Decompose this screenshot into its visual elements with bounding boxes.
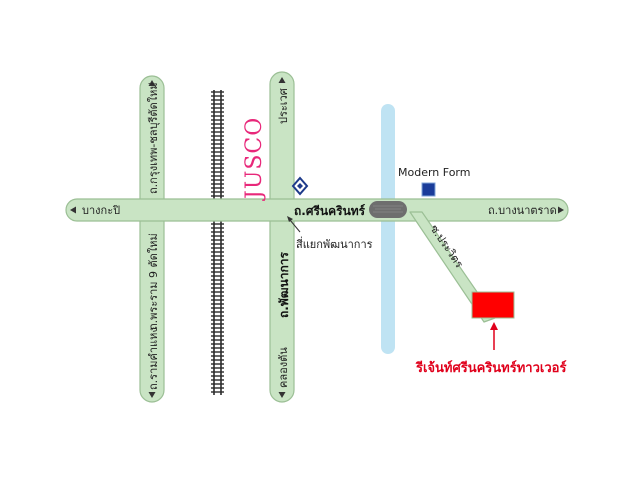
srinakarin-road	[65, 198, 569, 222]
mid-street-bottom-label: คลองตัน	[277, 347, 290, 388]
left-top-arrow	[148, 80, 156, 86]
mid-bottom-arrow	[278, 392, 286, 398]
junction-label: สี่แยกพัฒนาการ	[296, 236, 373, 251]
blue-square-icon	[421, 182, 436, 197]
west-arrow	[70, 206, 76, 214]
oval-hatching	[373, 205, 403, 213]
canal	[381, 104, 395, 354]
left-street-bottom-label: ถ.รามคำแหง	[147, 327, 160, 390]
east-end-label: ถ.บางนาตราด	[488, 204, 557, 217]
mid-street-top-label: ประเวศ	[277, 88, 290, 124]
oval-landmark-icon	[369, 201, 407, 218]
left-vertical-road	[139, 75, 165, 403]
left-street-lower-label: ถ.พระราม 9 ตัดใหม่	[147, 233, 160, 330]
east-arrow	[558, 206, 564, 214]
modern-form-label: Modern Form	[398, 166, 470, 179]
destination-pointer-arrow	[490, 322, 498, 350]
jusco-logo: JUSCO	[242, 117, 267, 201]
srinakarin-road-label: ถ.ศรีนครินทร์	[294, 204, 366, 218]
left-street-upper-label: ถ.กรุงเทพ-ชลบุรีตัดใหม่	[147, 82, 160, 194]
railway-line	[211, 90, 224, 395]
destination-label: รีเจ้นท์ศรีนครินทร์ทาวเวอร์	[415, 360, 566, 376]
mid-street-label: ถ.พัฒนาการ	[277, 251, 291, 318]
destination-building	[471, 291, 515, 319]
junction-pointer-arrow	[287, 216, 301, 233]
diamond-bank-logo-icon	[291, 176, 309, 196]
road-end-arrows	[70, 77, 564, 398]
left-bottom-arrow	[148, 392, 156, 398]
middle-vertical-road	[269, 71, 295, 403]
mid-top-arrow	[278, 77, 286, 83]
west-end-label: บางกะปิ	[82, 204, 120, 217]
